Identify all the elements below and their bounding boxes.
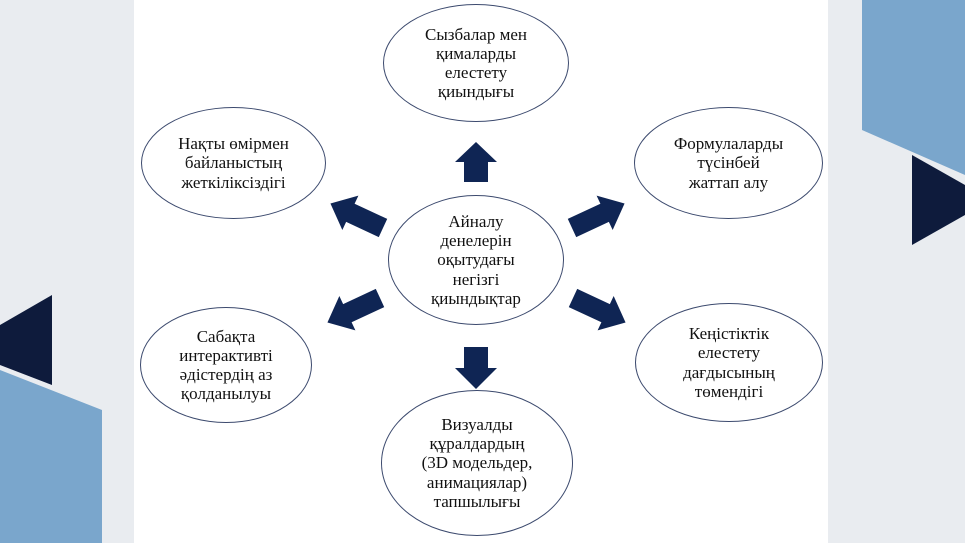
node-top: Сызбалар мен қималарды елестету қиындығы	[383, 4, 569, 122]
node-center: Айналу денелерін оқытудағы негізгі қиынд…	[388, 195, 564, 325]
node-center-label: Айналу денелерін оқытудағы негізгі қиынд…	[431, 212, 521, 308]
node-bottom: Визуалды құралдардың (3D модельдер, аним…	[381, 390, 573, 536]
node-top-left-label: Нақты өмірмен байланыстың жеткіліксіздіг…	[178, 134, 289, 192]
arrow-up	[455, 142, 497, 182]
right-navy-triangle	[912, 155, 965, 245]
arrow-upper-left	[330, 195, 388, 238]
left-blue-shape	[0, 370, 102, 543]
node-bottom-left: Сабақта интерактивті әдістердің аз қолда…	[140, 307, 312, 423]
arrow-lower-left	[327, 288, 385, 331]
node-top-right: Формулаларды түсінбей жаттап алу	[634, 107, 823, 219]
right-blue-shape	[862, 0, 965, 175]
node-bottom-right-label: Кеңістіктік елестету дағдысының төмендіг…	[683, 324, 775, 401]
arrow-down	[455, 347, 497, 389]
node-bottom-right: Кеңістіктік елестету дағдысының төмендіг…	[635, 303, 823, 422]
node-top-left: Нақты өмірмен байланыстың жеткіліксіздіг…	[141, 107, 326, 219]
node-bottom-left-label: Сабақта интерактивті әдістердің аз қолда…	[179, 326, 273, 404]
node-bottom-label: Визуалды құралдардың (3D модельдер, аним…	[421, 415, 533, 511]
node-top-label: Сызбалар мен қималарды елестету қиындығы	[425, 24, 527, 102]
left-navy-triangle	[0, 295, 52, 385]
arrow-upper-right	[567, 195, 625, 238]
node-top-right-label: Формулаларды түсінбей жаттап алу	[673, 134, 784, 192]
arrow-lower-right	[568, 288, 626, 331]
